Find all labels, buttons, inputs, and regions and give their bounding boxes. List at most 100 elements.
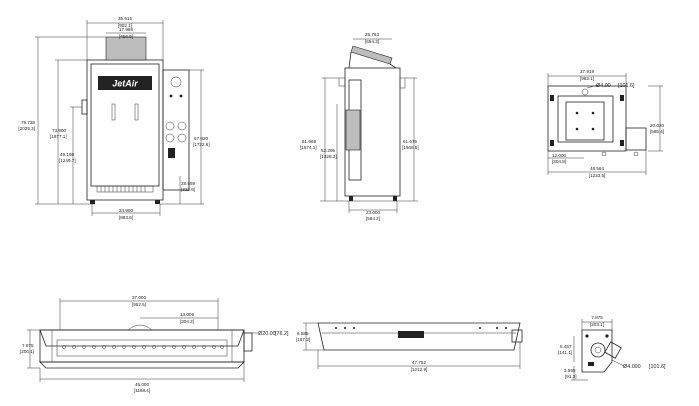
bolt-icon [575,127,579,131]
side-bracket [399,77,406,89]
dim-value: 37.000 [132,295,146,300]
panel-dial-icon [177,133,187,143]
bottom-vent [96,185,154,193]
foot [155,200,160,204]
dim-metric: [654.3] [365,39,379,44]
dim-value: 23.000 [366,210,380,215]
front-view: JetAir 35.515 [902.1] [18,16,209,220]
dim-metric: [883.6] [119,215,133,220]
dim-metric: [167.3] [296,337,310,342]
caster-icon [601,151,607,157]
foot [550,95,554,101]
dim-value: 35.515 [118,16,132,21]
dim-value: 7.875 [591,315,603,320]
outlet-circle-icon [590,342,606,358]
side-bracket [338,77,346,87]
outlet-nozzle [604,341,622,359]
dim-metric: [1574.1] [300,145,317,150]
dim-value: 46.000 [135,382,149,387]
logo-text: JetAir [112,79,138,89]
bar-end-view: 7.875 [203.1] 5.457 [141.1] 3.595 [91.3]… [558,315,666,381]
dim-metric: [2025.3] [18,126,35,131]
dim-metric: [456.9] [119,34,133,39]
dim-metric: [1328.3] [320,154,337,159]
dim-metric: [304.2] [180,319,194,324]
bar-side-port [511,329,523,343]
panel-switch-icon [168,148,175,158]
dim-value: 49.198 [60,152,74,157]
bar-side-body [317,322,521,351]
dim-metric: [203.1] [590,322,604,327]
dim-metric: [1877.1] [50,134,67,139]
dim-value: Ø20.00 [258,331,276,337]
bar-front-view: 37.000 [952.5] 13.009 [304.2] Ø20.00 [76… [20,295,289,393]
dim-value: 73.900 [52,128,66,133]
dim-metric: [1249.7] [59,158,76,163]
dim-metric: [952.5] [132,302,146,307]
dim-value: 47.752 [412,360,426,365]
dim-metric: [1233.5] [589,173,606,178]
dim-metric: [1566.5] [402,145,419,150]
bar-end-body [581,329,613,373]
plan-view: 37.919 [963.1] Ø4.00 [101.6] 20.020 [585… [547,69,664,178]
bar-front-lip [39,361,245,369]
dim-metric: [141.1] [558,350,572,355]
dim-metric: [902.1] [118,23,132,28]
side-view: 25.763 [654.3] 61.969 [1574.1] 52.295 [1… [300,32,419,221]
dim-value: 61.675 [403,139,417,144]
dim-metric: [101.6] [649,364,666,370]
nozzle-strip [56,339,228,357]
foot [90,200,95,204]
dim-metric: [91.3] [565,374,577,379]
dim-value: 17.988 [119,27,133,32]
panel-dial-icon [165,133,175,143]
bolt-icon [591,127,595,131]
dim-value: 48.564 [590,166,604,171]
side-cabinet-body [344,67,401,197]
bolt-icon [585,334,589,338]
outlet-hole-icon [581,88,589,96]
dim-metric: [1722.6] [193,142,210,147]
dim-value: 13.009 [180,312,194,317]
bar-inlet [127,324,153,331]
plan-center-plate [565,101,605,141]
bolt-icon [591,111,595,115]
panel-lamp-icon [179,94,183,98]
bar-port [243,332,253,352]
foot [620,95,624,101]
plan-body [547,85,627,152]
dim-metric: [304.8] [552,159,566,164]
logo-plate [98,76,152,90]
dim-metric: [322.6] [181,187,195,192]
outlet-inner-icon [594,346,602,354]
panel-dial-icon [177,121,187,131]
dim-value: 6.585 [297,331,309,336]
door-handle-right [134,103,139,121]
front-top-duct [105,36,147,61]
nozzle-row [62,345,224,349]
dim-value: 67.820 [194,136,208,141]
dim-metric: [1168.4] [134,388,150,393]
dim-metric: [1212.9] [411,367,428,372]
plan-side-box [625,127,647,151]
door-handle-left [111,103,116,121]
bar-side-logo [398,331,424,338]
side-panel-block [345,109,361,151]
dim-value: 3.595 [564,368,576,373]
panel-dial-icon [165,121,175,131]
panel-gauge-icon [170,76,182,88]
front-side-box [81,99,88,115]
dim-value: 37.919 [580,69,594,74]
dim-metric: [200.1] [20,349,34,354]
plan-inner-frame [557,95,614,143]
dim-metric: [585.4] [650,129,664,134]
dim-value: 12.000 [552,153,566,158]
dim-value: 61.969 [302,139,316,144]
dim-value: Ø4.000 [623,364,641,370]
caster-icon [633,151,639,157]
dim-value: 25.763 [365,32,379,37]
dim-metric: [584.2] [366,216,380,221]
dim-value: 34.900 [119,208,133,213]
dim-value: 5.457 [560,344,572,349]
